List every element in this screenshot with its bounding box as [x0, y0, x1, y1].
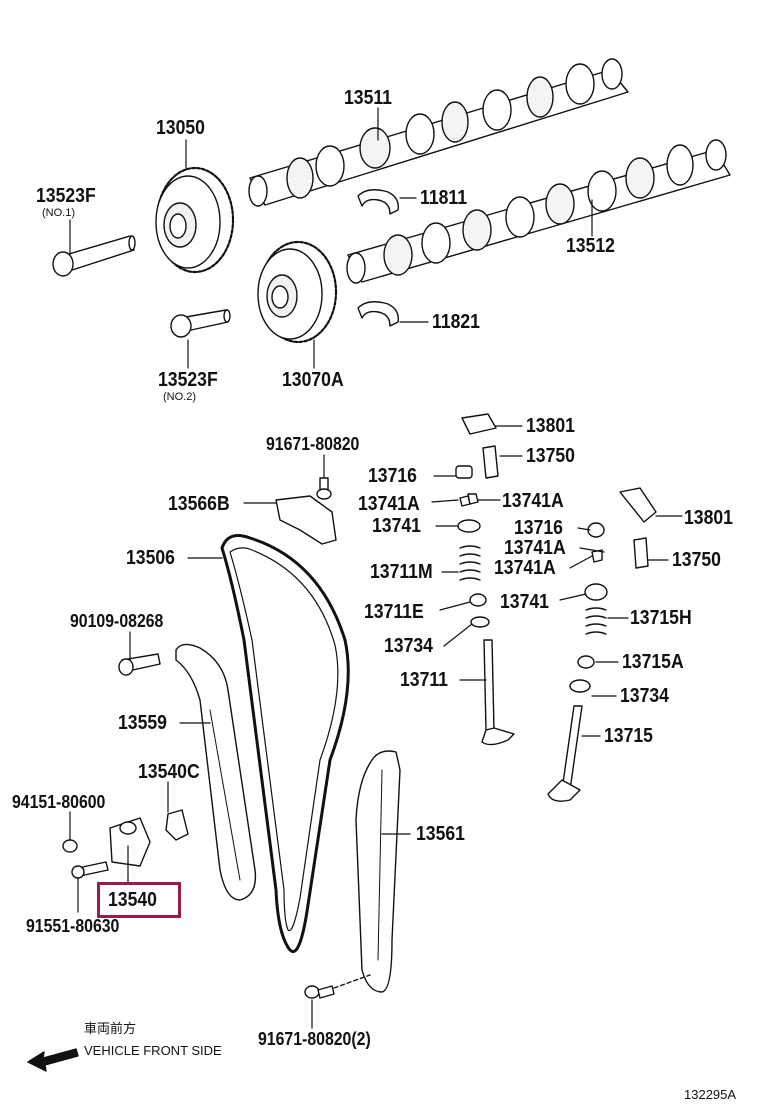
label-13741a-c: 13741A	[504, 537, 566, 559]
label-13734-b: 13734	[620, 685, 669, 707]
label-91671-bottom: 91671-80820(2)	[258, 1029, 371, 1049]
label-13741-b: 13741	[500, 591, 549, 613]
label-13750-b: 13750	[672, 549, 721, 571]
label-13523f-no2: 13523F	[158, 369, 218, 391]
chain-damper-13566b	[275, 495, 337, 545]
bolt-91671-bottom	[304, 974, 371, 999]
label-11811: 11811	[420, 187, 468, 209]
label-13741a-d: 13741A	[494, 557, 556, 579]
label-13715a: 13715A	[622, 651, 684, 673]
diagram-id: 132295A	[684, 1087, 737, 1102]
label-13511: 13511	[344, 87, 392, 109]
label-13506: 13506	[126, 547, 175, 569]
label-13050: 13050	[156, 117, 205, 139]
leader-lines	[69, 107, 683, 1029]
label-13734-a: 13734	[384, 635, 433, 657]
chain-guide-13561	[355, 750, 401, 993]
label-94151: 94151-80600	[12, 792, 106, 812]
bolt-91671-top	[316, 477, 332, 500]
label-13561: 13561	[416, 823, 465, 845]
valve-train-exhaust	[547, 487, 657, 802]
bolt-13523f-no1	[52, 235, 136, 277]
bolt-90109	[118, 653, 161, 676]
label-91671-top: 91671-80820	[266, 434, 360, 454]
label-13512: 13512	[566, 235, 615, 257]
label-13070a: 13070A	[282, 369, 344, 391]
label-13540: 13540	[108, 889, 157, 911]
bearing-11811	[357, 189, 399, 215]
valve-train-intake	[455, 413, 515, 746]
label-13716-a: 13716	[368, 465, 417, 487]
chain-guide-13559	[175, 643, 257, 901]
highlight-box-13540	[97, 882, 181, 918]
label-13715h: 13715H	[630, 607, 692, 629]
label-13715: 13715	[604, 725, 653, 747]
bearing-11821	[357, 301, 399, 327]
label-90109: 90109-08268	[70, 611, 164, 631]
label-91551: 91551-80630	[26, 916, 120, 936]
tensioner-plunger-13540c	[165, 809, 189, 841]
tensioner-13540	[109, 817, 151, 867]
label-13711e: 13711E	[364, 601, 424, 623]
legend-en: VEHICLE FRONT SIDE	[84, 1043, 222, 1058]
label-13711: 13711	[400, 669, 448, 691]
label-13801-a: 13801	[526, 415, 575, 437]
nut-94151	[62, 839, 78, 853]
label-13523f-no2-sub: (NO.2)	[163, 391, 196, 403]
label-13741-a: 13741	[372, 515, 421, 537]
label-13540c: 13540C	[138, 761, 200, 783]
bolt-91551	[71, 861, 109, 879]
label-13566b: 13566B	[168, 493, 230, 515]
vehicle-front-arrow-icon	[27, 1048, 79, 1072]
label-13523f-no1: 13523F	[36, 185, 96, 207]
legend-jp: 車両前方	[84, 1021, 137, 1036]
label-13559: 13559	[118, 712, 167, 734]
camshaft-13511	[248, 58, 629, 207]
label-13716-b: 13716	[514, 517, 563, 539]
timing-chain-13506	[220, 534, 350, 953]
bolt-13523f-no2	[170, 309, 231, 338]
camshaft-13512	[346, 139, 731, 284]
label-13741a-a: 13741A	[358, 493, 420, 515]
label-13741a-b: 13741A	[502, 490, 564, 512]
label-13801-b: 13801	[684, 507, 733, 529]
sprocket-13050	[155, 166, 235, 274]
label-11821: 11821	[432, 311, 480, 333]
sprocket-13070a	[257, 240, 338, 344]
label-13711m: 13711M	[370, 561, 433, 583]
label-13750-a: 13750	[526, 445, 575, 467]
label-13523f-no1-sub: (NO.1)	[42, 207, 75, 219]
